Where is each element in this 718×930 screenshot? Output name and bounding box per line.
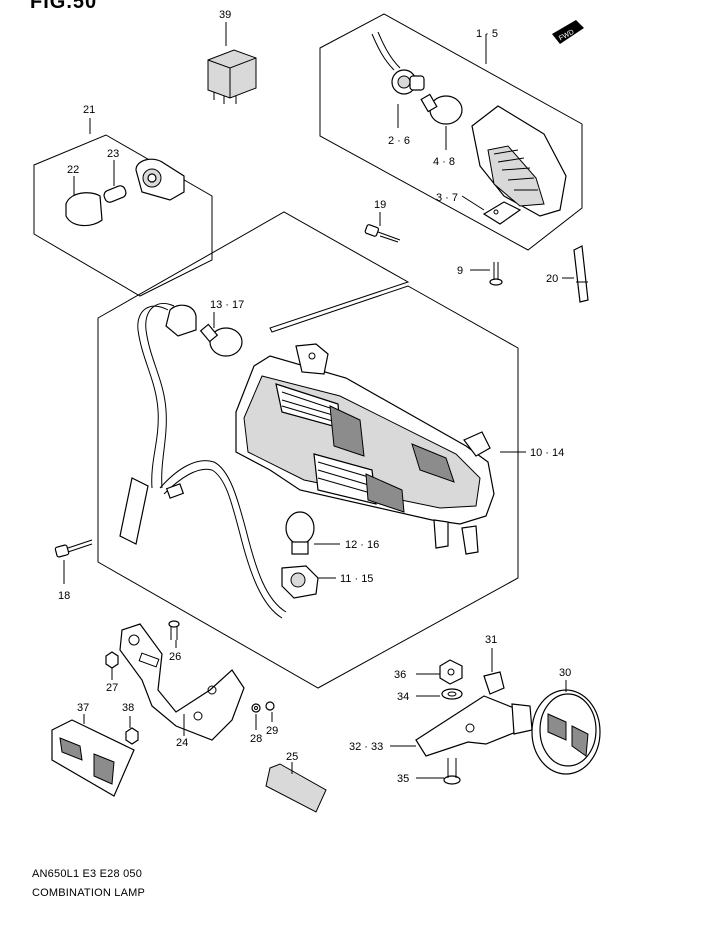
group-box-turn-signal <box>319 13 583 251</box>
callout-2-6: 2 · 6 <box>388 135 410 147</box>
callout-27: 27 <box>106 682 118 694</box>
part-13-17-bulb <box>199 312 243 357</box>
part-31-grommet <box>483 648 505 695</box>
part-35-bolt <box>416 758 461 785</box>
part-9-screw <box>470 262 503 286</box>
callout-23: 23 <box>107 148 119 160</box>
callout-32-33: 32 · 33 <box>349 741 383 753</box>
callout-10-14: 10 · 14 <box>530 447 564 459</box>
callout-37: 37 <box>77 702 89 714</box>
callout-24: 24 <box>176 737 188 749</box>
part-4-8-bulb <box>420 93 463 150</box>
part-18-screw <box>54 539 93 584</box>
callout-34: 34 <box>397 691 409 703</box>
part-39-relay <box>207 22 257 104</box>
part-29-nut <box>265 701 275 722</box>
callout-28: 28 <box>250 733 262 745</box>
part-1-5-turn-signal-housing <box>471 34 567 217</box>
callout-25: 25 <box>286 751 298 763</box>
part-32-33-bracket <box>390 695 533 757</box>
part-30-rear-reflector <box>531 680 601 775</box>
figure-title: FIG.50 <box>30 0 98 13</box>
callout-11-15: 11 · 15 <box>340 573 373 585</box>
callout-39: 39 <box>219 9 231 21</box>
part-37-reflector <box>51 714 135 797</box>
callout-9: 9 <box>457 265 463 277</box>
part-34-washer <box>416 688 463 700</box>
part-12-16-bulb <box>285 511 340 555</box>
part-24-bracket <box>119 623 245 741</box>
callout-38: 38 <box>122 702 134 714</box>
callout-12-16: 12 · 16 <box>345 539 379 551</box>
part-19-screw <box>364 212 401 243</box>
callout-20: 20 <box>546 273 558 285</box>
callout-3-7: 3 · 7 <box>436 192 458 204</box>
part-11-15-socket <box>281 565 336 599</box>
group-box-bulb-socket <box>33 134 213 297</box>
callout-22: 22 <box>67 164 79 176</box>
part-20-clip <box>562 245 589 303</box>
part-36-nut <box>416 659 463 685</box>
callout-19: 19 <box>374 199 386 211</box>
group-box-combination-lamp <box>97 211 519 689</box>
callout-31: 31 <box>485 634 497 646</box>
callout-1-5: 1 · 5 <box>476 28 498 40</box>
part-3-7-bracket <box>461 195 522 225</box>
callout-21: 21 <box>83 104 95 116</box>
callout-4-8: 4 · 8 <box>433 156 455 168</box>
callout-35: 35 <box>397 773 409 785</box>
part-2-6-socket <box>371 31 425 128</box>
callout-13-17: 13 · 17 <box>210 299 244 311</box>
fwd-badge: FWD <box>552 20 584 44</box>
part-26-bolt <box>168 620 180 648</box>
wiring-harness <box>119 303 287 619</box>
part-38-nut <box>125 716 139 745</box>
part-10-14-lamp-housing <box>235 343 526 555</box>
callout-30: 30 <box>559 667 571 679</box>
part-25-label <box>265 762 327 813</box>
part-23-socket <box>89 118 185 201</box>
model-code: AN650L1 E3 E28 050 <box>32 868 143 880</box>
callout-29: 29 <box>266 725 278 737</box>
part-27-nut <box>105 651 119 680</box>
section-title: COMBINATION LAMP <box>32 887 146 899</box>
part-22-bulb <box>65 160 127 227</box>
part-28-washer <box>251 703 261 730</box>
callout-26: 26 <box>169 651 181 663</box>
callout-18: 18 <box>58 590 70 602</box>
callout-36: 36 <box>394 669 406 681</box>
